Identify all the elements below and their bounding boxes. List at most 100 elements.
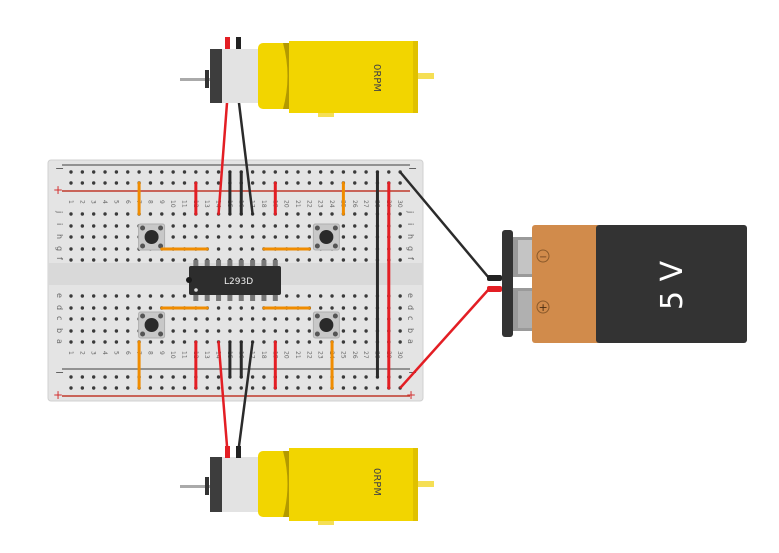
breadboard-hole[interactable] bbox=[69, 212, 73, 216]
breadboard-hole[interactable] bbox=[92, 340, 96, 344]
breadboard-hole[interactable] bbox=[160, 258, 164, 262]
breadboard-hole[interactable] bbox=[330, 258, 334, 262]
breadboard-hole[interactable] bbox=[398, 247, 402, 251]
rail-hole[interactable] bbox=[148, 386, 153, 390]
breadboard-hole[interactable] bbox=[330, 306, 334, 310]
rail-hole[interactable] bbox=[69, 181, 73, 185]
breadboard-hole[interactable] bbox=[126, 329, 130, 333]
rail-hole[interactable] bbox=[126, 375, 130, 379]
breadboard-hole[interactable] bbox=[182, 294, 187, 298]
rail-hole[interactable] bbox=[353, 170, 357, 174]
breadboard-hole[interactable] bbox=[205, 317, 209, 321]
rail-hole[interactable] bbox=[148, 181, 153, 185]
breadboard-hole[interactable] bbox=[228, 317, 232, 321]
breadboard-hole[interactable] bbox=[262, 212, 266, 216]
rail-hole[interactable] bbox=[262, 386, 266, 390]
breadboard-hole[interactable] bbox=[80, 329, 85, 333]
breadboard-hole[interactable] bbox=[341, 340, 346, 344]
rail-hole[interactable] bbox=[103, 181, 107, 185]
breadboard-hole[interactable] bbox=[398, 212, 402, 216]
breadboard-hole[interactable] bbox=[205, 329, 209, 333]
breadboard-hole[interactable] bbox=[398, 224, 402, 228]
breadboard-hole[interactable] bbox=[92, 306, 96, 310]
breadboard-hole[interactable] bbox=[364, 329, 368, 333]
breadboard-hole[interactable] bbox=[398, 306, 402, 310]
rail-hole[interactable] bbox=[330, 170, 334, 174]
breadboard-hole[interactable] bbox=[239, 235, 243, 239]
breadboard-hole[interactable] bbox=[103, 340, 107, 344]
breadboard-hole[interactable] bbox=[319, 306, 323, 310]
breadboard-hole[interactable] bbox=[182, 224, 187, 228]
breadboard-hole[interactable] bbox=[137, 258, 141, 262]
breadboard-hole[interactable] bbox=[307, 258, 312, 262]
rail-hole[interactable] bbox=[398, 181, 402, 185]
breadboard-hole[interactable] bbox=[160, 212, 164, 216]
breadboard-hole[interactable] bbox=[92, 247, 96, 251]
breadboard-hole[interactable] bbox=[341, 294, 346, 298]
rail-hole[interactable] bbox=[364, 181, 368, 185]
breadboard-hole[interactable] bbox=[250, 235, 255, 239]
breadboard-hole[interactable] bbox=[307, 212, 312, 216]
rail-hole[interactable] bbox=[341, 170, 346, 174]
breadboard-hole[interactable] bbox=[92, 294, 96, 298]
rail-hole[interactable] bbox=[205, 386, 209, 390]
breadboard-hole[interactable] bbox=[284, 340, 289, 344]
breadboard-hole[interactable] bbox=[148, 258, 153, 262]
breadboard-hole[interactable] bbox=[194, 329, 198, 333]
breadboard-hole[interactable] bbox=[114, 340, 119, 344]
rail-hole[interactable] bbox=[216, 386, 221, 390]
rail-hole[interactable] bbox=[284, 170, 289, 174]
l293d-chip[interactable]: L293D bbox=[186, 260, 281, 301]
rail-hole[interactable] bbox=[319, 181, 323, 185]
rail-hole[interactable] bbox=[307, 386, 312, 390]
rail-hole[interactable] bbox=[250, 375, 255, 379]
rail-hole[interactable] bbox=[137, 170, 141, 174]
breadboard-hole[interactable] bbox=[194, 317, 198, 321]
breadboard-hole[interactable] bbox=[126, 317, 130, 321]
rail-hole[interactable] bbox=[262, 170, 266, 174]
breadboard-hole[interactable] bbox=[114, 247, 119, 251]
breadboard-hole[interactable] bbox=[194, 224, 198, 228]
breadboard-hole[interactable] bbox=[216, 329, 221, 333]
rail-hole[interactable] bbox=[273, 170, 277, 174]
breadboard-hole[interactable] bbox=[114, 212, 119, 216]
breadboard-hole[interactable] bbox=[228, 224, 232, 228]
breadboard-hole[interactable] bbox=[341, 306, 346, 310]
rail-hole[interactable] bbox=[296, 375, 300, 379]
rail-hole[interactable] bbox=[114, 386, 119, 390]
rail-hole[interactable] bbox=[228, 386, 232, 390]
pushbutton-bottom-right[interactable] bbox=[312, 311, 340, 339]
rail-hole[interactable] bbox=[284, 386, 289, 390]
breadboard-hole[interactable] bbox=[126, 247, 130, 251]
breadboard-hole[interactable] bbox=[364, 235, 368, 239]
rail-hole[interactable] bbox=[182, 386, 187, 390]
breadboard-hole[interactable] bbox=[284, 317, 289, 321]
rail-hole[interactable] bbox=[126, 170, 130, 174]
rail-hole[interactable] bbox=[216, 375, 221, 379]
breadboard-hole[interactable] bbox=[171, 235, 175, 239]
breadboard-hole[interactable] bbox=[262, 235, 266, 239]
rail-hole[interactable] bbox=[92, 181, 96, 185]
breadboard-hole[interactable] bbox=[353, 258, 357, 262]
rail-hole[interactable] bbox=[92, 386, 96, 390]
breadboard-hole[interactable] bbox=[216, 317, 221, 321]
breadboard-hole[interactable] bbox=[250, 306, 255, 310]
breadboard-hole[interactable] bbox=[296, 235, 300, 239]
breadboard-hole[interactable] bbox=[80, 294, 85, 298]
rail-hole[interactable] bbox=[182, 181, 187, 185]
breadboard-hole[interactable] bbox=[341, 235, 346, 239]
breadboard-hole[interactable] bbox=[353, 340, 357, 344]
breadboard-hole[interactable] bbox=[80, 247, 85, 251]
breadboard-hole[interactable] bbox=[126, 224, 130, 228]
breadboard-hole[interactable] bbox=[92, 212, 96, 216]
rail-hole[interactable] bbox=[353, 181, 357, 185]
rail-hole[interactable] bbox=[364, 170, 368, 174]
breadboard-hole[interactable] bbox=[364, 340, 368, 344]
rail-hole[interactable] bbox=[296, 181, 300, 185]
rail-hole[interactable] bbox=[80, 375, 85, 379]
rail-hole[interactable] bbox=[80, 181, 85, 185]
rail-hole[interactable] bbox=[296, 170, 300, 174]
breadboard-hole[interactable] bbox=[353, 224, 357, 228]
rail-hole[interactable] bbox=[262, 181, 266, 185]
rail-hole[interactable] bbox=[92, 170, 96, 174]
